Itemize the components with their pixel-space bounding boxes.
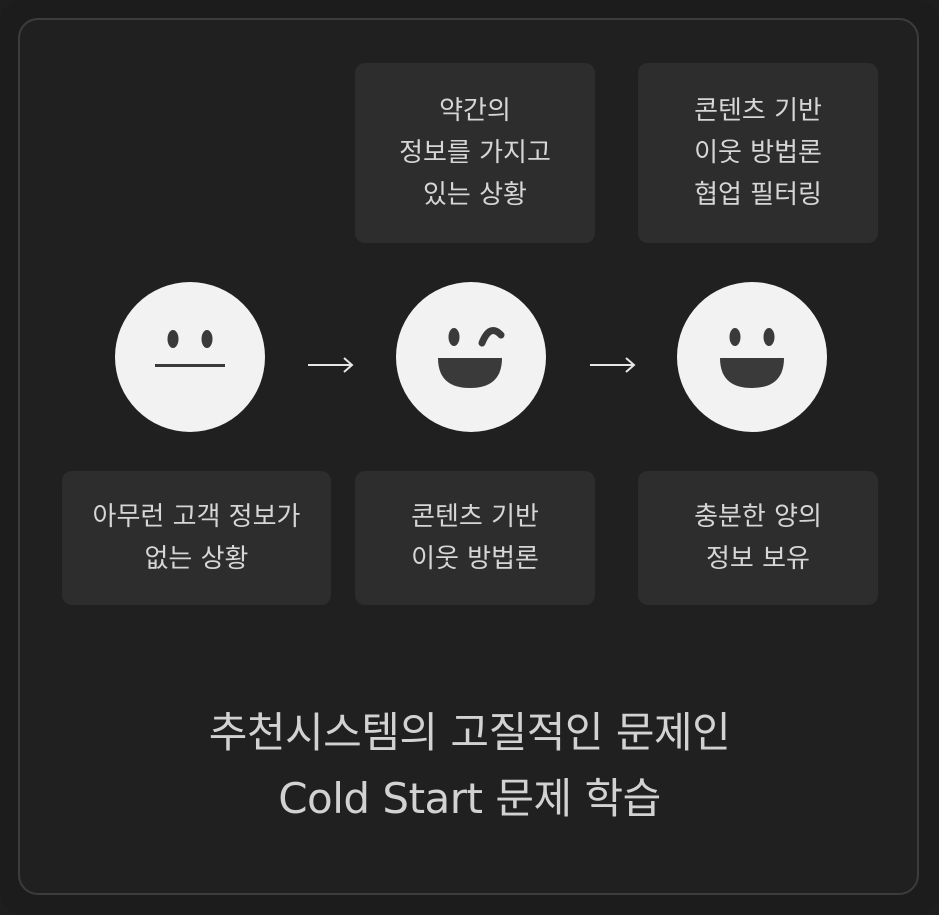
box-hybrid: 콘텐츠 기반 이웃 방법론 협업 필터링 [638,63,878,243]
box-line: 충분한 양의 [694,502,822,532]
box-partial-info: 약간의 정보를 가지고 있는 상황 [355,63,595,243]
box-line: 협업 필터링 [694,180,822,210]
flat-mouth [155,364,225,367]
caption-line-1: 추천시스템의 고질적인 문제인 [208,708,731,757]
winking-eye [478,327,505,347]
box-line: 이웃 방법론 [411,544,539,574]
right-eye [763,328,775,346]
neutral-face-icon [115,282,265,432]
open-mouth [720,358,784,388]
box-content-neighbor: 콘텐츠 기반 이웃 방법론 [355,471,595,605]
box-line: 없는 상황 [144,544,249,574]
box-no-info: 아무런 고객 정보가 없는 상황 [62,471,331,605]
left-eye [167,330,179,348]
smiling-face-icon [677,282,827,432]
box-line: 콘텐츠 기반 [411,502,539,532]
left-eye [729,328,741,346]
box-line: 아무런 고객 정보가 [92,502,301,532]
box-line: 이웃 방법론 [694,138,822,168]
caption-line-2: Cold Start 문제 학습 [278,774,661,823]
box-line: 콘텐츠 기반 [694,96,822,126]
open-mouth [438,358,502,388]
box-enough-info: 충분한 양의 정보 보유 [638,471,878,605]
left-eye [448,328,460,346]
box-line: 정보를 가지고 [399,138,551,168]
box-line: 정보 보유 [706,544,810,574]
right-arrow-icon [306,355,356,375]
diagram-caption: 추천시스템의 고질적인 문제인 Cold Start 문제 학습 [0,700,939,832]
winking-face-icon [396,282,546,432]
right-arrow-icon [588,355,638,375]
right-eye [201,330,213,348]
box-line: 약간의 [439,96,511,126]
box-line: 있는 상황 [423,180,527,210]
